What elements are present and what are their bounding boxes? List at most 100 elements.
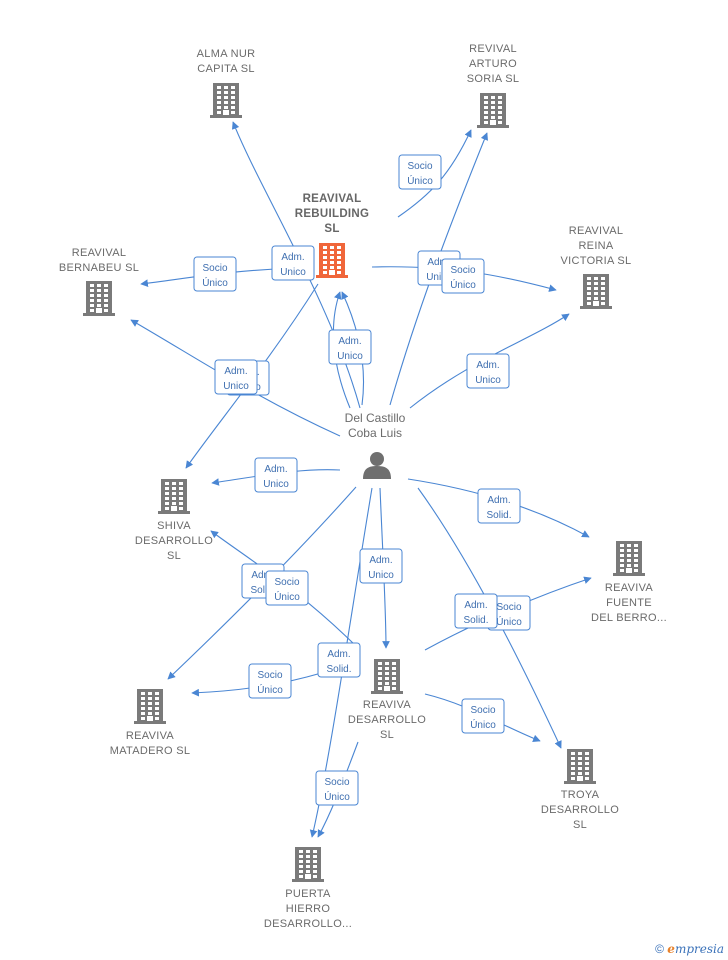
relation-badge: Adm.Unico	[271, 245, 315, 281]
svg-text:Unico: Unico	[337, 351, 363, 362]
svg-text:Socio: Socio	[202, 263, 227, 274]
company-label: DESARROLLO	[348, 714, 426, 726]
svg-text:Adm.: Adm.	[327, 649, 350, 660]
svg-text:Socio: Socio	[450, 265, 475, 276]
company-node-shiva[interactable]: SHIVA DESARROLLO SL	[135, 479, 213, 562]
svg-text:Adm.: Adm.	[427, 257, 450, 268]
company-label: REAVIVA	[605, 582, 654, 594]
company-label: DESARROLLO	[135, 535, 213, 547]
svg-text:Único: Único	[496, 615, 522, 628]
building-icon	[158, 479, 190, 514]
relation-badge: Adm. Solid.	[454, 593, 498, 629]
svg-text:Solid.: Solid.	[486, 510, 511, 521]
svg-text:Adm.: Adm.	[487, 495, 510, 506]
svg-text:Único: Único	[324, 790, 350, 803]
svg-text:Adm.: Adm.	[224, 366, 247, 377]
relation-badge: Adm. Unico	[359, 548, 403, 584]
building-icon	[477, 93, 509, 128]
building-icon	[371, 659, 403, 694]
company-label: REAVIVA	[363, 699, 412, 711]
svg-text:Unico: Unico	[368, 570, 394, 581]
company-label: SL	[167, 550, 181, 562]
relation-badge: Adm. Solid.	[317, 642, 361, 678]
building-icon	[580, 274, 612, 309]
building-icon	[134, 689, 166, 724]
svg-text:Unico: Unico	[223, 381, 249, 392]
relation-badge: Adm. Unico	[254, 457, 298, 493]
svg-text:Unico: Unico	[475, 375, 501, 386]
building-icon	[83, 281, 115, 316]
svg-text:Adm.: Adm.	[464, 600, 487, 611]
person-label: Coba Luis	[348, 426, 402, 440]
svg-text:Solid.: Solid.	[463, 615, 488, 626]
svg-text:Unico: Unico	[426, 272, 452, 283]
company-label: SL	[380, 729, 394, 741]
company-label: REAVIVAL	[72, 247, 127, 259]
footer-brand[interactable]: © empresia	[655, 942, 724, 956]
svg-text:Único: Único	[274, 590, 300, 603]
relation-badge: Adm. Unico	[328, 329, 372, 365]
svg-text:Adm.: Adm.	[338, 336, 361, 347]
company-label: BERNABEU SL	[59, 262, 139, 274]
company-label: HIERRO	[286, 903, 331, 915]
building-icon	[292, 847, 324, 882]
company-label: MATADERO SL	[110, 745, 191, 757]
svg-text:Socio: Socio	[496, 602, 521, 613]
svg-text:Único: Único	[470, 718, 496, 731]
company-label: SL	[573, 819, 587, 831]
company-node-arturo[interactable]: REVIVAL ARTURO SORIA SL	[467, 43, 520, 128]
company-label: REVIVAL	[469, 43, 517, 55]
svg-text:Socio: Socio	[407, 161, 432, 172]
company-node-matadero[interactable]: REAVIVA MATADERO SL	[110, 689, 191, 757]
relation-edge	[409, 313, 570, 409]
company-label: REBUILDING	[295, 208, 370, 220]
badges-layer: SocioÚnicoAdm.UnicoSocioÚnicoAdm.UnicoSo…	[193, 154, 531, 806]
company-node-desarrollo[interactable]: REAVIVA DESARROLLO SL	[348, 659, 426, 741]
svg-text:Adm.: Adm.	[281, 252, 304, 263]
company-node-bernabeu[interactable]: REAVIVAL BERNABEU SL	[59, 247, 139, 316]
svg-text:Único: Único	[202, 276, 228, 289]
company-label: DESARROLLO	[541, 804, 619, 816]
company-node-rebuilding[interactable]: REAVIVAL REBUILDING SL	[295, 193, 370, 278]
svg-text:Adm.: Adm.	[264, 464, 287, 475]
company-label: SORIA SL	[467, 73, 520, 85]
svg-text:Adm.: Adm.	[369, 555, 392, 566]
svg-text:Solid.: Solid.	[326, 664, 351, 675]
svg-text:Único: Único	[407, 174, 433, 187]
copyright-symbol: ©	[655, 942, 664, 956]
company-node-puerta[interactable]: PUERTA HIERRO DESARROLLO...	[264, 847, 352, 930]
svg-text:Unico: Unico	[263, 479, 289, 490]
company-label: DESARROLLO...	[264, 918, 352, 930]
svg-text:Solid.: Solid.	[250, 585, 275, 596]
building-icon	[564, 749, 596, 784]
company-label: REAVIVAL	[569, 225, 624, 237]
company-label: SHIVA	[157, 520, 191, 532]
company-node-troya[interactable]: TROYA DESARROLLO SL	[541, 749, 619, 831]
building-icon	[613, 541, 645, 576]
person-label: Del Castillo	[345, 411, 406, 425]
svg-text:Adm.: Adm.	[476, 360, 499, 371]
relation-badge: Adm. Unico	[466, 353, 510, 389]
company-label: REINA	[578, 240, 613, 252]
edges-layer	[130, 121, 592, 838]
company-label: PUERTA	[285, 888, 331, 900]
company-label: CAPITA SL	[197, 63, 255, 75]
company-label: REAVIVA	[126, 730, 175, 742]
relation-badge: Adm. Unico	[214, 359, 258, 395]
svg-text:Único: Único	[257, 683, 283, 696]
company-label: SL	[324, 223, 339, 235]
company-label: TROYA	[561, 789, 600, 801]
company-label: ARTURO	[469, 58, 517, 70]
company-label: REAVIVAL	[303, 193, 362, 205]
